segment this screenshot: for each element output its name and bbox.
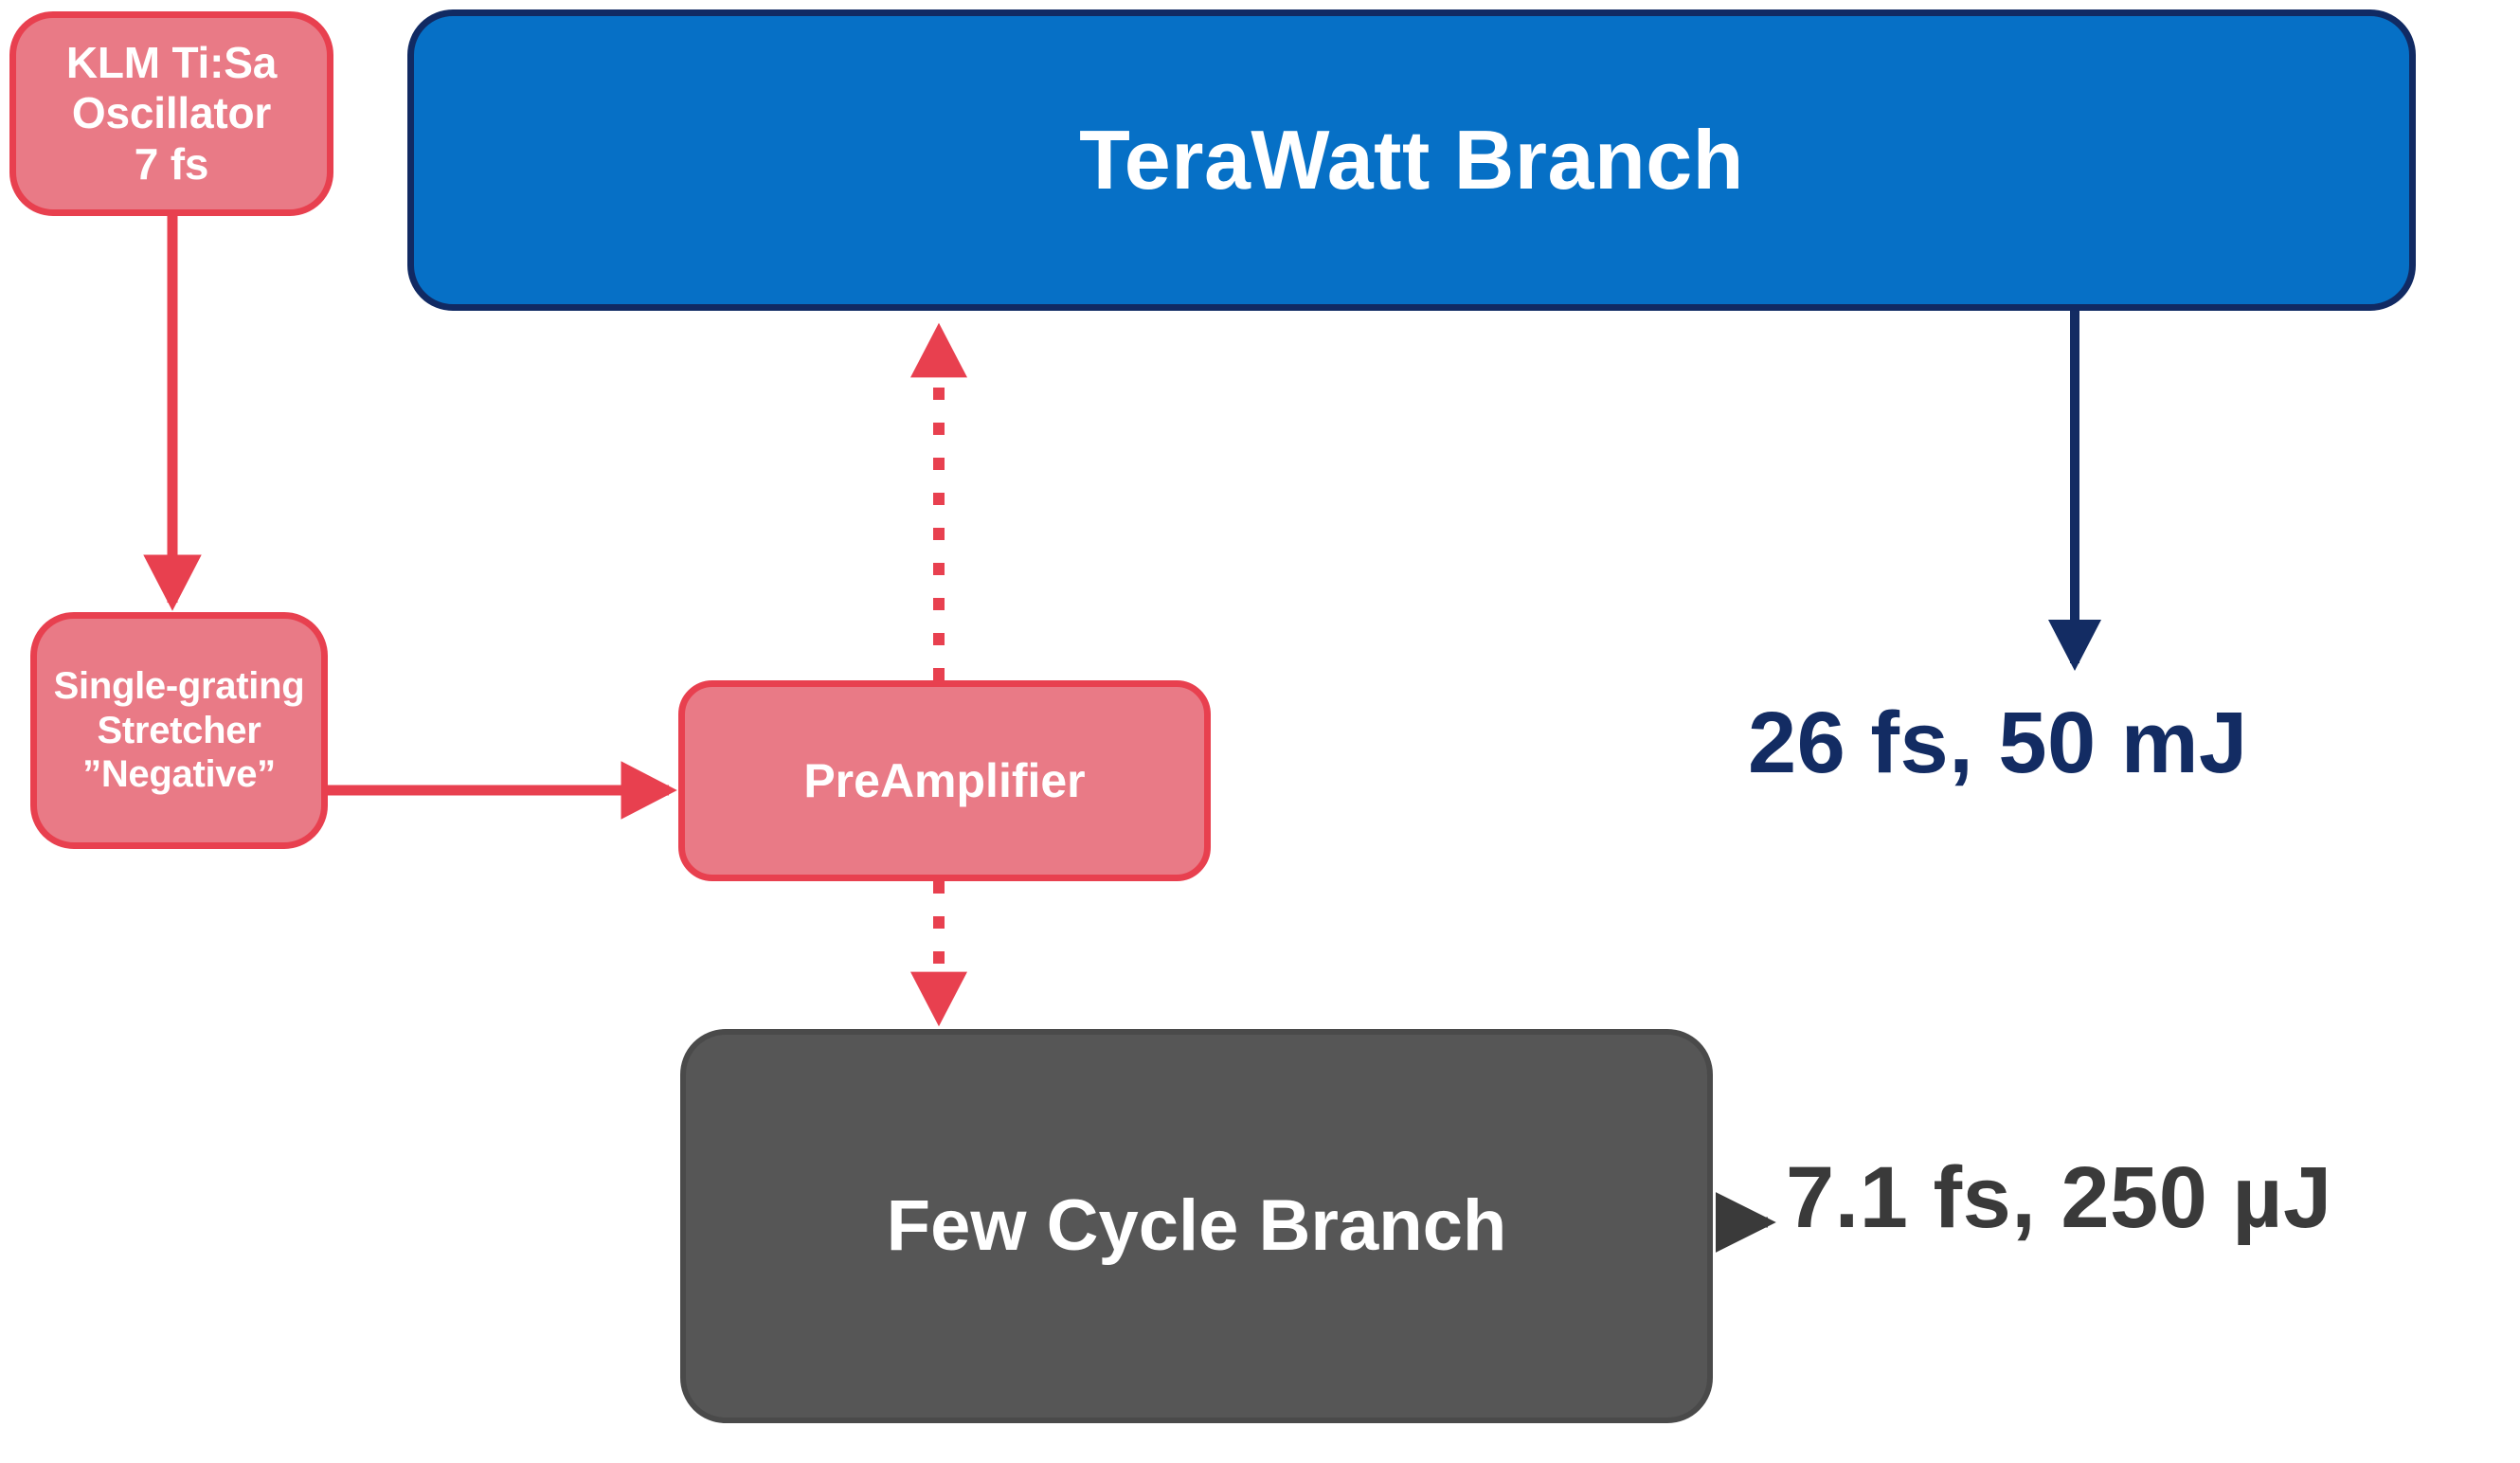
terawatt-output-label: 26 fs, 50 mJ xyxy=(1748,695,2248,791)
node-preamplifier[interactable]: PreAmplifier xyxy=(678,680,1211,881)
node-single-grating-stretcher[interactable]: Single-grating Stretcher ”Negative” xyxy=(30,612,328,849)
node-terawatt-branch[interactable]: TeraWatt Branch xyxy=(407,9,2416,311)
few-cycle-output-label: 7.1 fs, 250 µJ xyxy=(1786,1149,2332,1246)
node-klm-tisa-oscillator[interactable]: KLM Ti:Sa Oscillator 7 fs xyxy=(9,11,333,216)
node-few-cycle-branch[interactable]: Few Cycle Branch xyxy=(680,1029,1713,1423)
